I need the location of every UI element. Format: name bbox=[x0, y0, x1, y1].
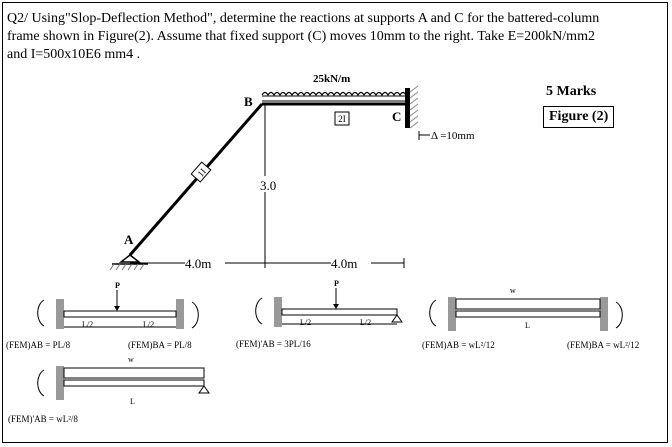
figure-label: Figure (2) bbox=[543, 106, 615, 128]
question-line-2: frame shown in Figure(2). Assume that fi… bbox=[7, 29, 595, 44]
displacement-label: Δ =10mm bbox=[431, 130, 475, 142]
point-load-arrowhead bbox=[114, 306, 120, 311]
beam-case-2 bbox=[281, 308, 398, 316]
fixed-end-right bbox=[176, 299, 184, 329]
support-c-hatch bbox=[409, 85, 419, 129]
moment-arc-icon bbox=[37, 369, 45, 397]
member-bc-stiffness: 2I bbox=[338, 114, 346, 124]
udl-block bbox=[63, 367, 205, 379]
case1-fem-ba: (FEM)BA = PL/8 bbox=[128, 340, 192, 350]
fixed-end-left bbox=[448, 297, 456, 331]
case1-half-left: L/2 bbox=[82, 320, 93, 329]
fixed-support-c bbox=[405, 88, 410, 128]
case1-half-right: L/2 bbox=[143, 320, 154, 329]
span-left-label: 4.0m bbox=[185, 256, 211, 271]
fem-case-4: w L (FEM)'AB = wL²/8 bbox=[8, 355, 210, 424]
roller-support bbox=[391, 314, 403, 323]
beam-case-4 bbox=[63, 379, 205, 387]
fixed-end-left bbox=[56, 299, 64, 329]
question-frame bbox=[2, 2, 668, 443]
case2-half-right: L/2 bbox=[360, 318, 371, 327]
case3-fem-ba: (FEM)BA = wL²/12 bbox=[567, 340, 639, 350]
moment-arc-icon bbox=[191, 301, 199, 329]
case2-half-left: L/2 bbox=[300, 318, 311, 327]
moment-arc-icon bbox=[255, 297, 263, 325]
fixed-end-left bbox=[56, 366, 64, 400]
span-left-bg bbox=[185, 256, 225, 270]
udl-block bbox=[455, 298, 601, 310]
moment-arc-icon bbox=[429, 299, 437, 327]
node-c-label: C bbox=[392, 109, 401, 124]
question-line-3: and I=500x10E6 mm4 . bbox=[7, 47, 141, 62]
beam-case-3 bbox=[455, 310, 601, 318]
case1-fem-ab: (FEM)AB = PL/8 bbox=[6, 340, 71, 350]
member-ab-stiffness-box: 1I bbox=[190, 161, 212, 183]
pin-support-a bbox=[118, 254, 142, 263]
point-load-arrowhead bbox=[333, 304, 339, 309]
roller-support bbox=[198, 385, 210, 394]
node-b-label: B bbox=[244, 94, 253, 109]
span-right-label: 4.0m bbox=[331, 256, 357, 271]
case3-fem-ab: (FEM)AB = wL²/12 bbox=[422, 340, 495, 350]
fem-case-1: P L/2 L/2 (FEM)AB = PL/8 (FEM)BA = PL/8 bbox=[6, 281, 199, 350]
case4-span: L bbox=[130, 397, 135, 406]
moment-arc-icon bbox=[615, 301, 623, 329]
question-text: Q2/ Using"Slop-Deflection Method", deter… bbox=[7, 10, 662, 64]
span-right-bg bbox=[331, 256, 371, 270]
marks-label: 5 Marks bbox=[546, 84, 597, 99]
case4-fem-ab: (FEM)'AB = wL²/8 bbox=[8, 414, 78, 424]
case2-load: P bbox=[334, 279, 339, 288]
fixed-end-left bbox=[274, 297, 282, 327]
case3-span: L bbox=[525, 321, 530, 330]
distributed-load-wave bbox=[261, 91, 407, 97]
height-label-bg bbox=[258, 176, 282, 192]
beam-case-1 bbox=[63, 310, 177, 318]
fixed-end-right bbox=[600, 297, 608, 331]
fem-case-3: w L (FEM)AB = wL²/12 (FEM)BA = wL²/12 bbox=[422, 286, 639, 350]
node-a-label: A bbox=[124, 232, 134, 247]
member-bc-stiffness-box bbox=[334, 111, 350, 126]
case1-load: P bbox=[115, 281, 120, 290]
column-ab bbox=[128, 103, 264, 256]
case3-load: w bbox=[510, 286, 516, 295]
question-line-1: Q2/ Using"Slop-Deflection Method", deter… bbox=[7, 11, 600, 26]
support-a-hatch bbox=[109, 263, 145, 271]
fem-case-2: P L/2 L/2 (FEM)'AB = 3PL/16 bbox=[236, 279, 403, 349]
load-label: 25kN/m bbox=[313, 73, 350, 85]
height-label: 3.0 bbox=[260, 178, 276, 193]
moment-arc-icon bbox=[37, 299, 45, 327]
case2-fem-ab: (FEM)'AB = 3PL/16 bbox=[236, 339, 311, 349]
case4-load: w bbox=[128, 355, 134, 364]
